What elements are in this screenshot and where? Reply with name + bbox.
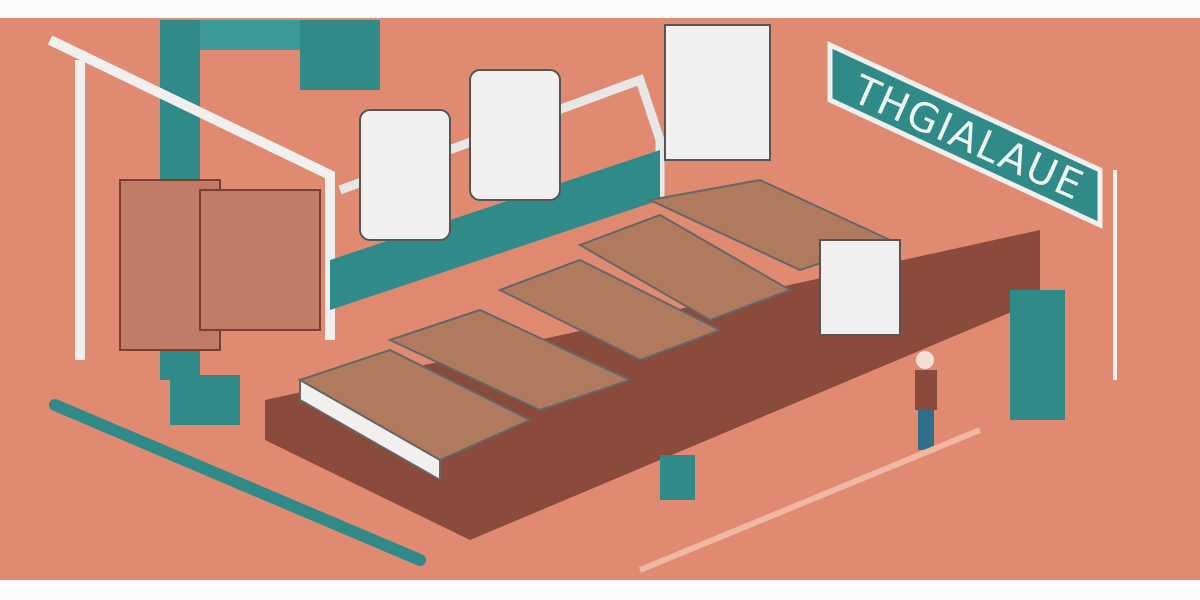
teal-hose [49, 399, 426, 566]
teal-header [200, 20, 300, 50]
control-panel [664, 24, 771, 161]
teal-crate [170, 375, 240, 425]
teal-bin [660, 455, 695, 500]
sack-stack [119, 179, 321, 351]
conveyor [330, 150, 660, 310]
floor-highlight [638, 427, 982, 573]
teal-cabinet [1010, 290, 1065, 420]
silos [359, 69, 561, 241]
machine-box [819, 239, 901, 336]
teal-box [300, 20, 380, 90]
worker [915, 351, 937, 450]
